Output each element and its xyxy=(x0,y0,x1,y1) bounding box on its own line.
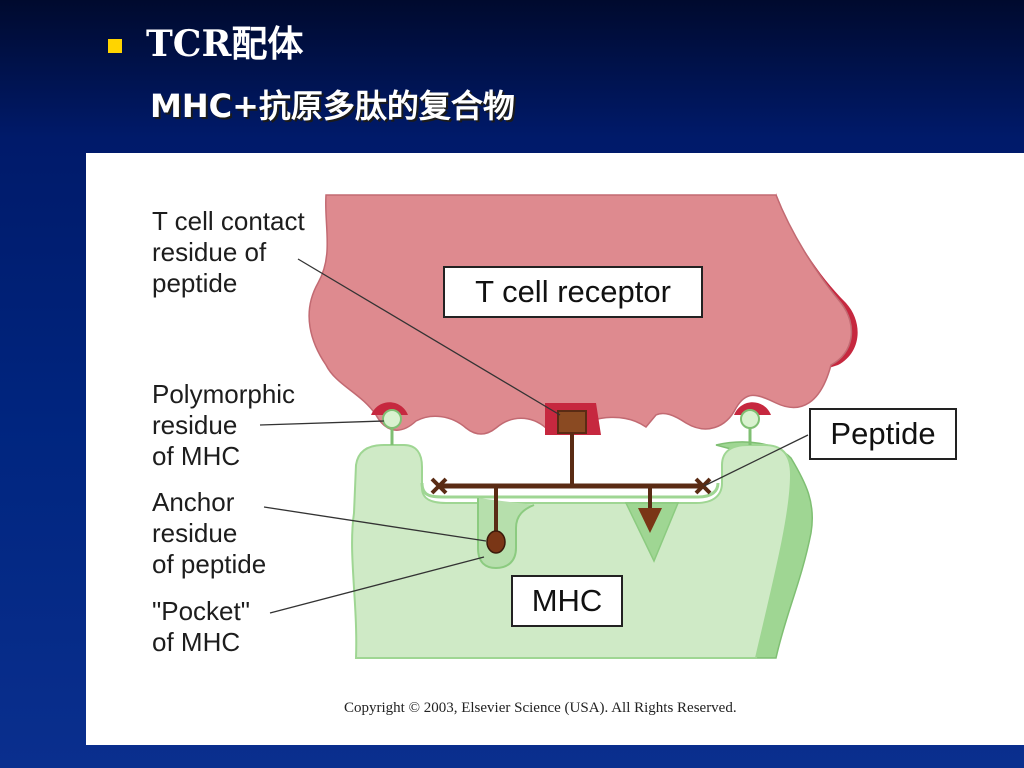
peptide-end-right xyxy=(694,477,712,495)
box-mhc: MHC xyxy=(511,575,623,627)
mhc-body xyxy=(351,444,793,659)
polymorphic-residue-right xyxy=(740,409,760,429)
box-peptide: Peptide xyxy=(809,408,957,460)
leader-polymorphic xyxy=(259,420,385,426)
label-pocket: "Pocket" of MHC xyxy=(152,596,250,657)
slide-title: TCR配体 xyxy=(146,23,304,65)
label-tcell-contact: T cell contact residue of peptide xyxy=(152,206,305,298)
leader-tcell-contact xyxy=(297,258,561,416)
leader-peptide xyxy=(703,434,809,487)
anchor-residue xyxy=(486,530,506,554)
box-tcr: T cell receptor xyxy=(443,266,703,318)
bullet-square xyxy=(108,39,122,53)
leader-pocket xyxy=(269,556,485,614)
label-polymorphic: Polymorphic residue of MHC xyxy=(152,379,296,471)
diagram-panel: T cell contact residue of peptide Polymo… xyxy=(86,153,1024,745)
peptide-end-left xyxy=(430,477,448,495)
side-residue xyxy=(638,508,662,533)
peptide-groove xyxy=(420,482,720,499)
leader-anchor xyxy=(263,506,487,542)
slide-subtitle: MHC+抗原多肽的复合物 xyxy=(150,87,515,125)
tcell-contact-residue xyxy=(557,410,587,434)
label-anchor: Anchor residue of peptide xyxy=(152,487,267,579)
polymorphic-residue-left xyxy=(382,409,402,429)
copyright-notice: Copyright © 2003, Elsevier Science (USA)… xyxy=(344,700,737,716)
